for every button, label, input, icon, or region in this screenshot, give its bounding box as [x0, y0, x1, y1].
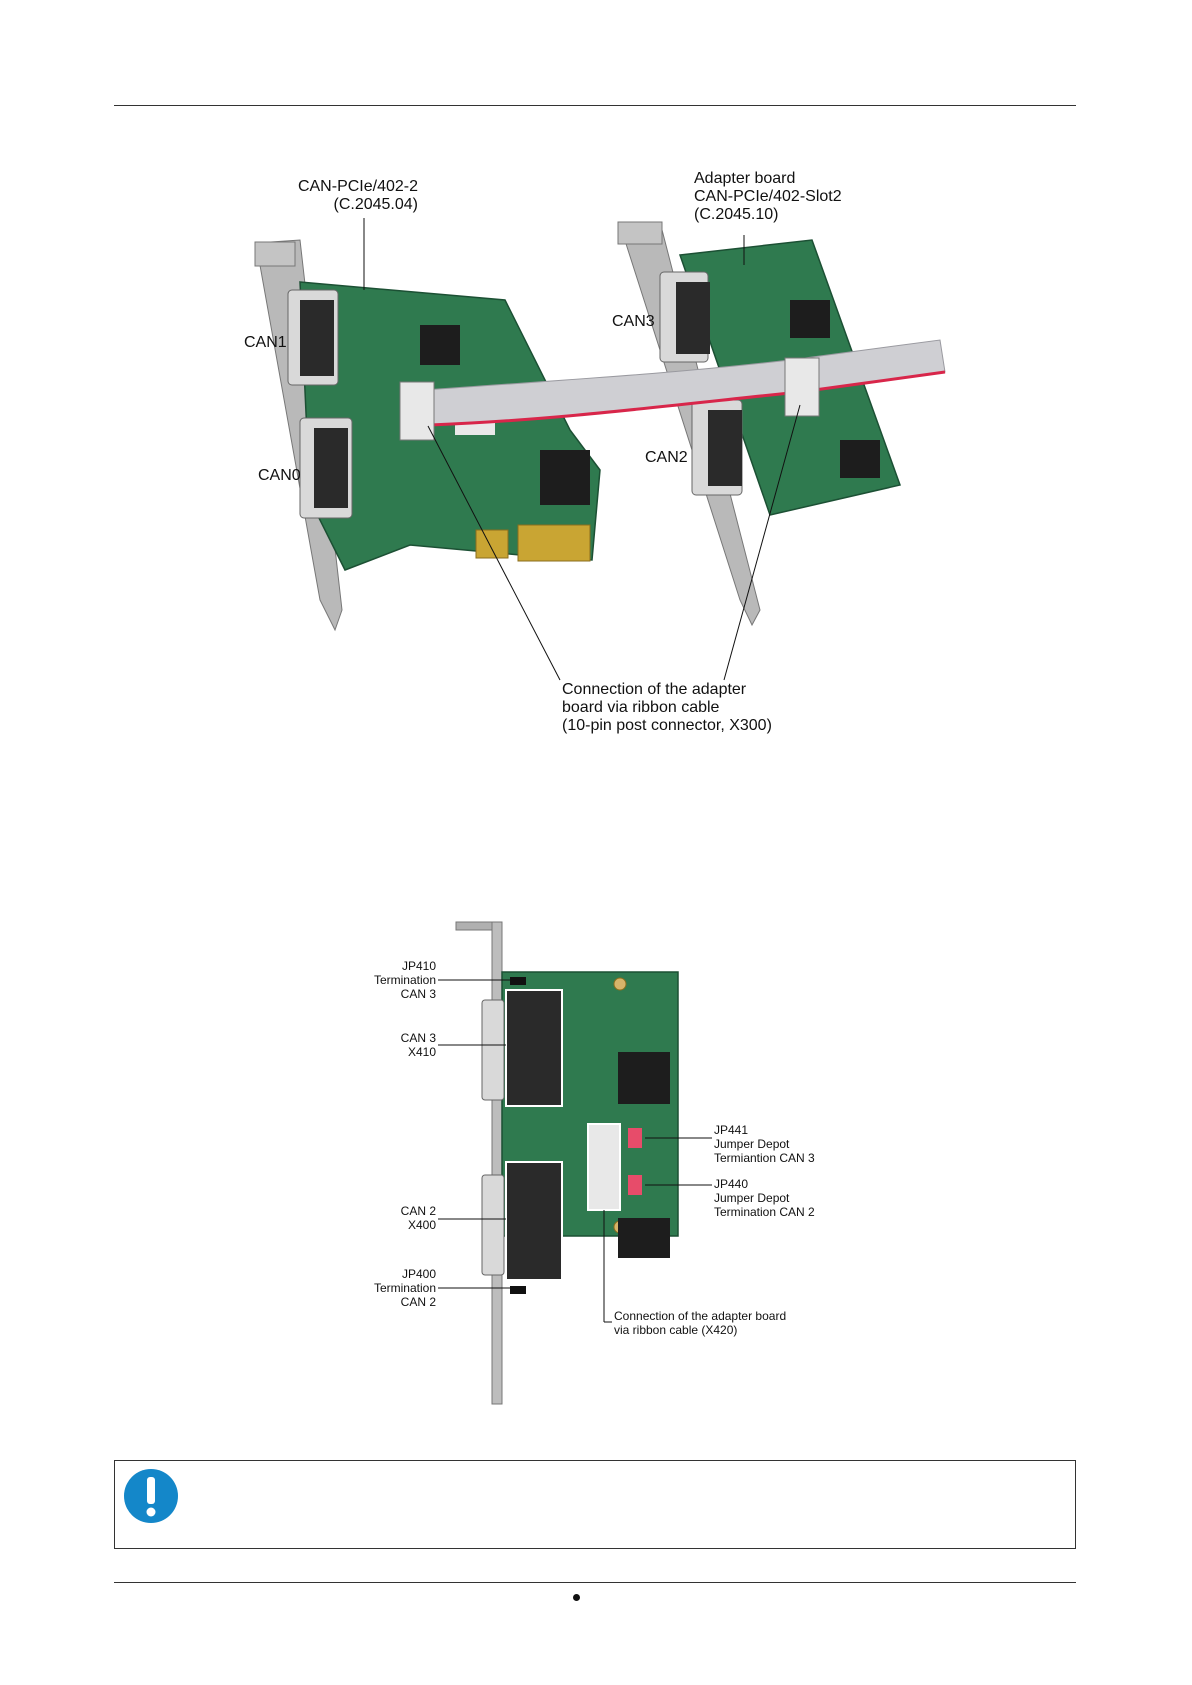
figure-adapter-board-detail: JP410 Termination CAN 3 CAN 3 X410 CAN 2…: [373, 921, 815, 1405]
adapter-board-label: Adapter board CAN-PCIe/402-Slot2 (C.2045…: [694, 170, 842, 223]
jp410-label: JP410 Termination CAN 3: [373, 959, 436, 1001]
figure-board-with-adapter: CAN-PCIe/402-2 (C.2045.04) Adapter board…: [0, 0, 1192, 760]
can3-x410-label: CAN 3 X410: [400, 1031, 436, 1059]
can2-label: CAN2: [645, 449, 688, 466]
main-board-label: CAN-PCIe/402-2 (C.2045.04): [297, 178, 418, 213]
connection-label: Connection of the adapter board via ribb…: [562, 681, 772, 734]
board-photo-1: [254, 218, 946, 681]
footer-bullet: [573, 1594, 580, 1601]
notice-box: [114, 1460, 1076, 1549]
jp440-label: JP440 Jumper Depot Termination CAN 2: [714, 1177, 815, 1219]
footer-rule: [114, 1582, 1076, 1583]
board-photo-2: [438, 921, 712, 1405]
header-rule: [114, 105, 1076, 106]
jp441-label: JP441 Jumper Depot Termiantion CAN 3: [714, 1123, 815, 1165]
can0-label: CAN0: [258, 467, 301, 484]
can3-label: CAN3: [612, 313, 655, 330]
can2-x400-label: CAN 2 X400: [400, 1204, 436, 1232]
exclamation-icon: [124, 1469, 178, 1523]
adapter-connection-label: Connection of the adapter board via ribb…: [614, 1309, 787, 1337]
can1-label: CAN1: [244, 334, 287, 351]
jp400-label: JP400 Termination CAN 2: [373, 1267, 436, 1309]
